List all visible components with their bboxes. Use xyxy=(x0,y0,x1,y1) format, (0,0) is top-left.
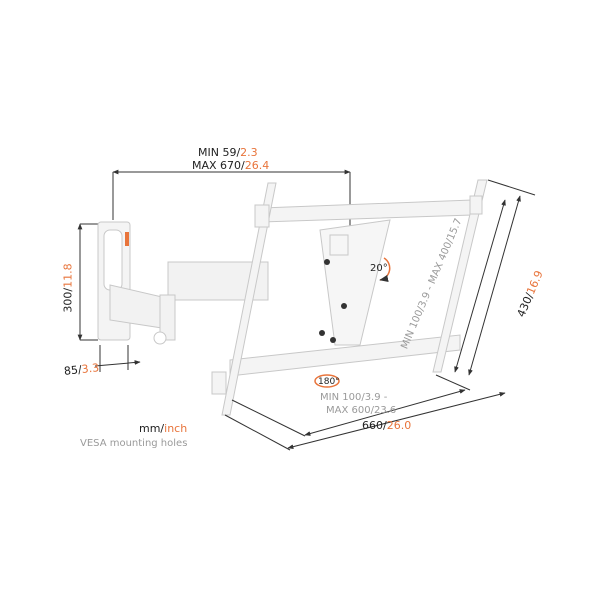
vesa-note: VESA mounting holes xyxy=(80,438,188,449)
vesa-horizontal-min-label: MIN 100/3.9 - xyxy=(320,392,388,403)
swivel-label: 180° xyxy=(318,377,340,387)
wall-plate-height-line xyxy=(77,223,141,372)
frame-width-lines xyxy=(224,389,506,451)
extension-max-label: MAX 670/26.4 xyxy=(192,159,270,172)
wall-plate-height-label: 300/11.8 xyxy=(61,263,75,313)
wall-plate xyxy=(97,221,131,341)
extension-min-label: MIN 59/2.3 xyxy=(198,146,258,159)
v-bracket xyxy=(319,219,391,346)
unit-legend: mm/inch xyxy=(139,422,188,435)
frame-height-lines xyxy=(435,179,536,391)
tilt-label: 20° xyxy=(370,263,388,274)
tilt-arrow-icon xyxy=(379,257,391,282)
swivel-arrow-icon xyxy=(314,374,340,388)
frame-width-label: 660/26.0 xyxy=(362,419,412,432)
vesa-horizontal-max-label: MAX 600/23.6 xyxy=(326,405,397,416)
